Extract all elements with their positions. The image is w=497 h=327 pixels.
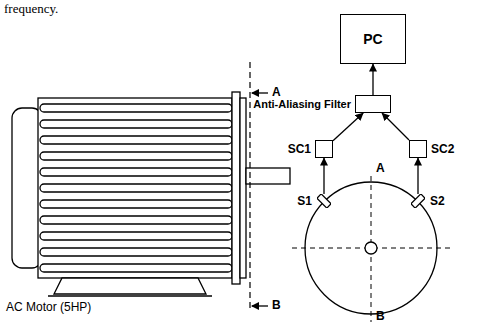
sensor-body — [317, 194, 331, 208]
motor-caption: AC Motor (5HP) — [6, 300, 91, 314]
section-arrow — [252, 305, 268, 306]
section-line — [249, 62, 250, 312]
sensor-body — [411, 194, 425, 208]
node-label: PC — [363, 31, 382, 47]
motor-cross-section — [292, 176, 452, 322]
signal-conditioner: SC1 — [315, 140, 333, 158]
node-label: S2 — [430, 194, 445, 208]
signal-arrow — [323, 158, 324, 194]
signal-arrow — [333, 113, 363, 141]
filter-box: Anti-Aliasing Filter — [355, 95, 391, 113]
section-letter: B — [272, 298, 281, 312]
motor-side-view — [12, 92, 290, 296]
cropped-text: frequency. — [4, 1, 58, 17]
node-label: Anti-Aliasing Filter — [253, 98, 351, 110]
node-label: S1 — [297, 194, 312, 208]
node-label: SC2 — [431, 142, 454, 156]
node-label: SC1 — [288, 142, 311, 156]
sensor: S1 — [317, 194, 331, 208]
section-arrow — [252, 92, 268, 93]
section-letter: A — [272, 85, 281, 99]
section-letter: B — [376, 309, 385, 323]
sensor-symbol — [317, 194, 331, 208]
sensor: S2 — [411, 194, 425, 208]
signal-arrow — [417, 158, 418, 194]
section-letter: A — [376, 161, 385, 175]
signal-arrow — [382, 113, 409, 140]
computer-box: PC — [340, 14, 406, 64]
signal-arrow — [372, 64, 373, 95]
signal-conditioner: SC2 — [409, 140, 427, 158]
sensor-symbol — [411, 194, 425, 208]
